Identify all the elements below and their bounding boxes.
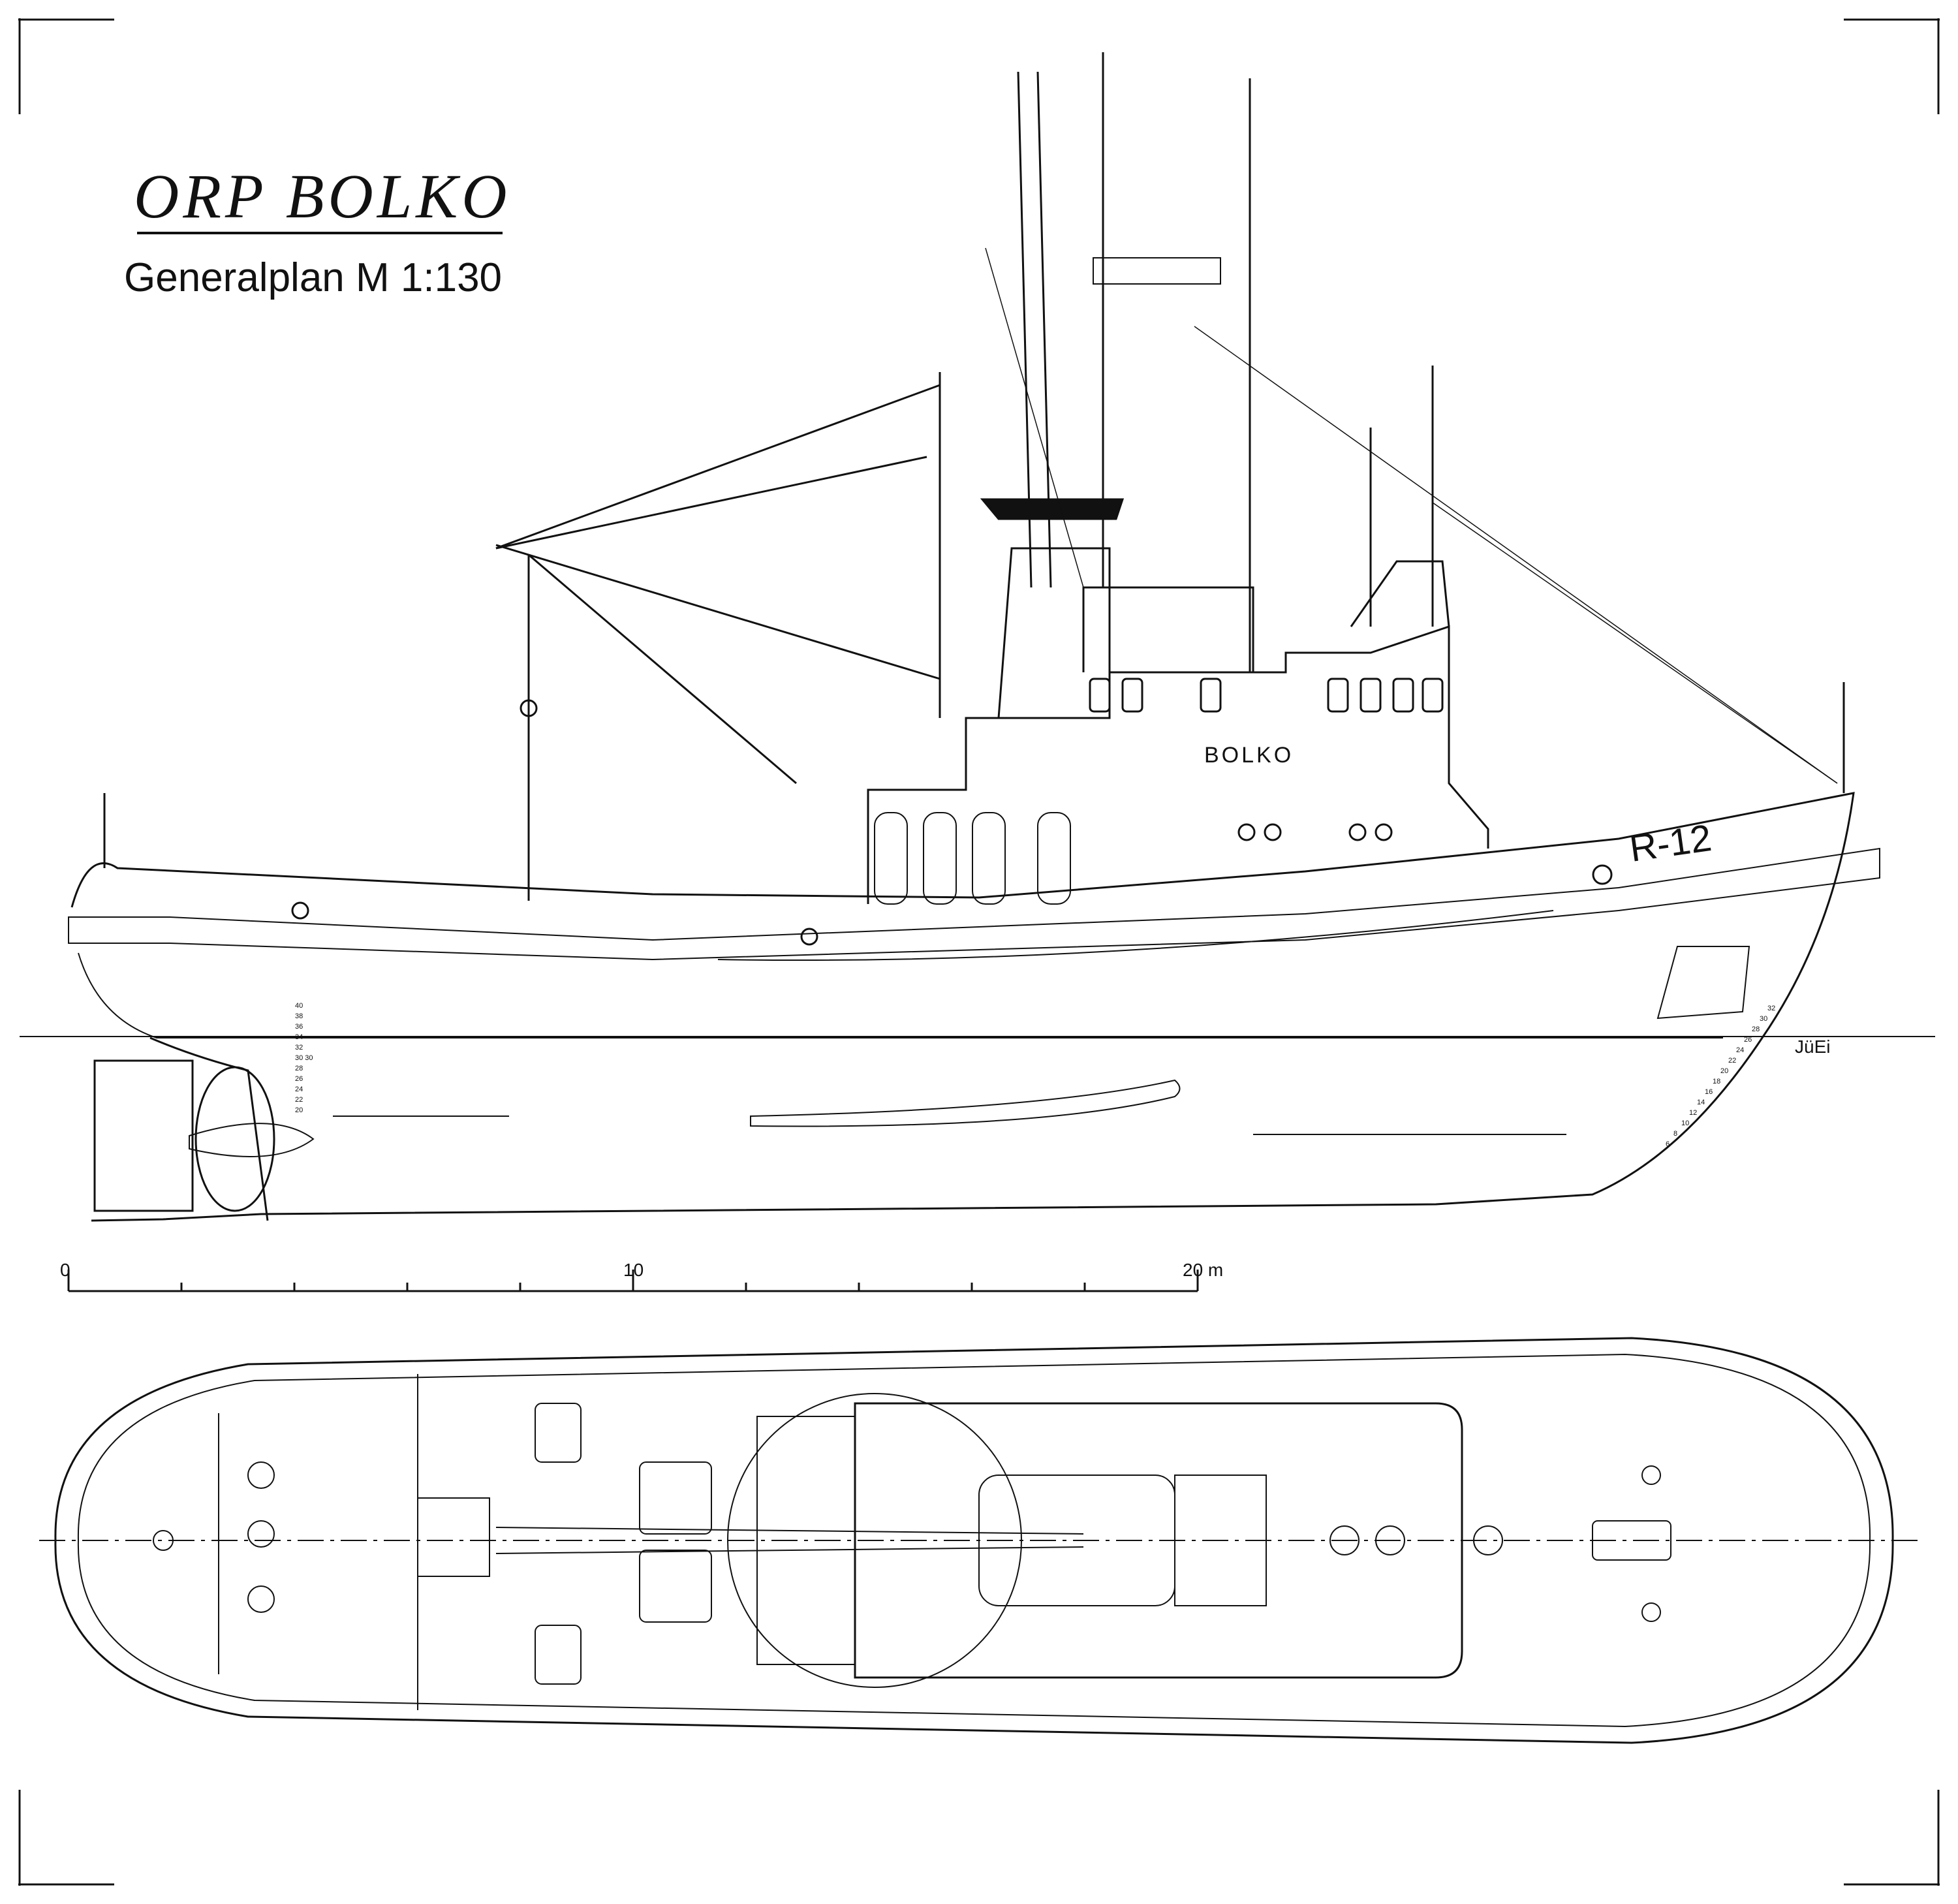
draft-mark: 22 <box>1728 1057 1736 1065</box>
rubbing-strake <box>717 910 1554 961</box>
draft-mark: 28 <box>1752 1025 1760 1033</box>
draft-mark: 26 <box>1744 1036 1752 1044</box>
hull-lower-line <box>78 952 1723 1038</box>
radar-antenna <box>1093 257 1221 285</box>
scale-bar <box>67 1270 1199 1292</box>
draft-mark: 30 30 <box>295 1054 313 1062</box>
deck-fittings <box>153 1403 1671 1685</box>
deckhouse-plan <box>854 1402 1463 1679</box>
deck-outline <box>54 1337 1894 1744</box>
draft-mark: 14 <box>1697 1099 1705 1106</box>
hull-outline <box>70 792 1855 1222</box>
anchor-pocket <box>1656 946 1750 1020</box>
deckhouse <box>867 625 1489 904</box>
draft-mark: 20 <box>295 1106 303 1114</box>
rigging <box>985 247 1838 784</box>
draft-mark: 8 <box>1673 1130 1677 1138</box>
draft-mark: 16 <box>1705 1088 1713 1096</box>
plan-view <box>39 1337 1919 1744</box>
side-view <box>68 52 1880 1222</box>
rudder <box>93 1059 194 1212</box>
draft-mark: 32 <box>1767 1005 1775 1012</box>
title-underline <box>137 232 503 234</box>
bridge-front <box>997 547 1111 719</box>
towing-winch <box>417 1497 490 1577</box>
draft-mark: 28 <box>295 1065 303 1072</box>
wheelhouse <box>1082 586 1254 672</box>
drawing-title: ORP BOLKO <box>134 161 511 231</box>
aft-cabin <box>1350 560 1450 627</box>
draft-mark: 12 <box>1689 1109 1697 1117</box>
doors <box>874 812 1071 905</box>
corner-marks <box>18 18 1940 1886</box>
bridge-awning <box>980 498 1125 520</box>
draft-mark: 30 <box>1760 1015 1767 1023</box>
bilge-keel <box>750 1079 1181 1127</box>
towing-arc <box>727 1393 1022 1688</box>
scale-label-0: 0 <box>60 1260 70 1280</box>
draft-mark: 36 <box>295 1023 303 1031</box>
scale-label-20: 20 m <box>1183 1260 1223 1280</box>
draft-mark: 32 <box>295 1044 303 1052</box>
propeller <box>194 1066 275 1212</box>
draft-mark: 6 <box>1666 1140 1670 1148</box>
bridge-deck-plan <box>1174 1475 1267 1606</box>
draft-mark: 20 <box>1720 1067 1728 1075</box>
propulsion <box>93 1037 315 1221</box>
draft-mark: 24 <box>295 1085 303 1093</box>
pennant-number-label: R-12 <box>1627 817 1715 870</box>
fender-strake <box>68 847 1880 961</box>
draftsman-signature: JüEi <box>1795 1037 1831 1057</box>
draft-mark: 22 <box>295 1096 303 1104</box>
crane <box>495 384 940 901</box>
masts <box>103 52 1845 868</box>
draft-mark: 38 <box>295 1012 303 1020</box>
draft-mark: 18 <box>1713 1078 1720 1085</box>
hull-name-label: BOLKO <box>1204 743 1294 768</box>
draft-mark: 24 <box>1736 1046 1744 1054</box>
draft-mark: 10 <box>1681 1119 1689 1127</box>
draft-marks-stern: 40 38 36 34 32 30 30 28 26 24 22 20 <box>295 1002 313 1114</box>
scale-label-10: 10 <box>623 1260 644 1280</box>
draft-mark: 34 <box>295 1033 303 1041</box>
drawing-subtitle: Generalplan M 1:130 <box>124 255 503 300</box>
draft-mark: 40 <box>295 1002 303 1010</box>
draft-mark: 26 <box>295 1075 303 1083</box>
windows <box>291 678 1613 946</box>
